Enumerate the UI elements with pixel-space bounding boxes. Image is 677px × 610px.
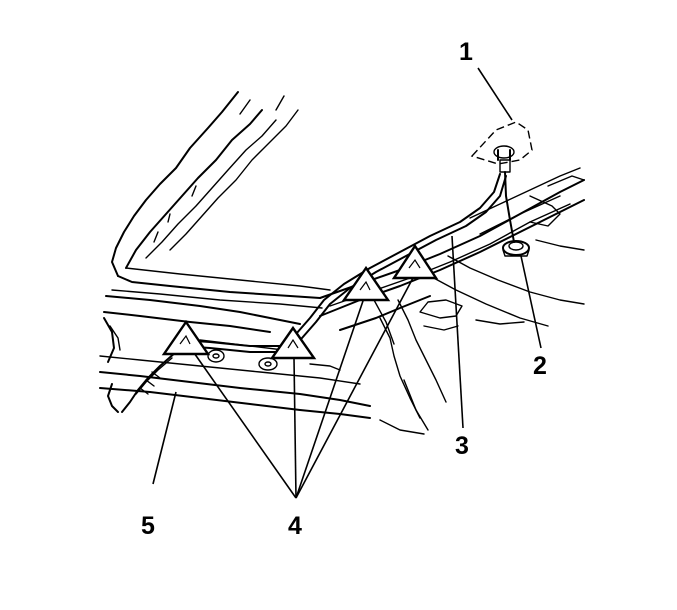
triangle-marker — [391, 243, 439, 280]
callout-2: 2 — [533, 352, 547, 380]
leader-4a — [191, 349, 297, 499]
triangle-marker — [269, 325, 317, 360]
antenna-cable — [121, 173, 507, 413]
leader-1 — [477, 67, 513, 121]
leader-2 — [520, 255, 542, 349]
callout-1: 1 — [459, 38, 473, 66]
leader-4b — [293, 357, 297, 499]
roof-header-panel — [111, 91, 331, 309]
cable-grommet — [502, 240, 530, 257]
leader-3 — [451, 235, 464, 429]
antenna-base — [470, 121, 533, 243]
triangle-markers — [161, 243, 439, 360]
leader-lines — [152, 67, 542, 499]
leader-4d — [295, 275, 415, 499]
leader-4c — [295, 297, 365, 499]
callout-3: 3 — [455, 432, 469, 460]
callout-5: 5 — [141, 512, 155, 540]
leader-5 — [152, 391, 177, 485]
callout-4: 4 — [288, 512, 302, 540]
triangle-marker — [161, 319, 211, 356]
triangle-marker — [341, 265, 391, 302]
